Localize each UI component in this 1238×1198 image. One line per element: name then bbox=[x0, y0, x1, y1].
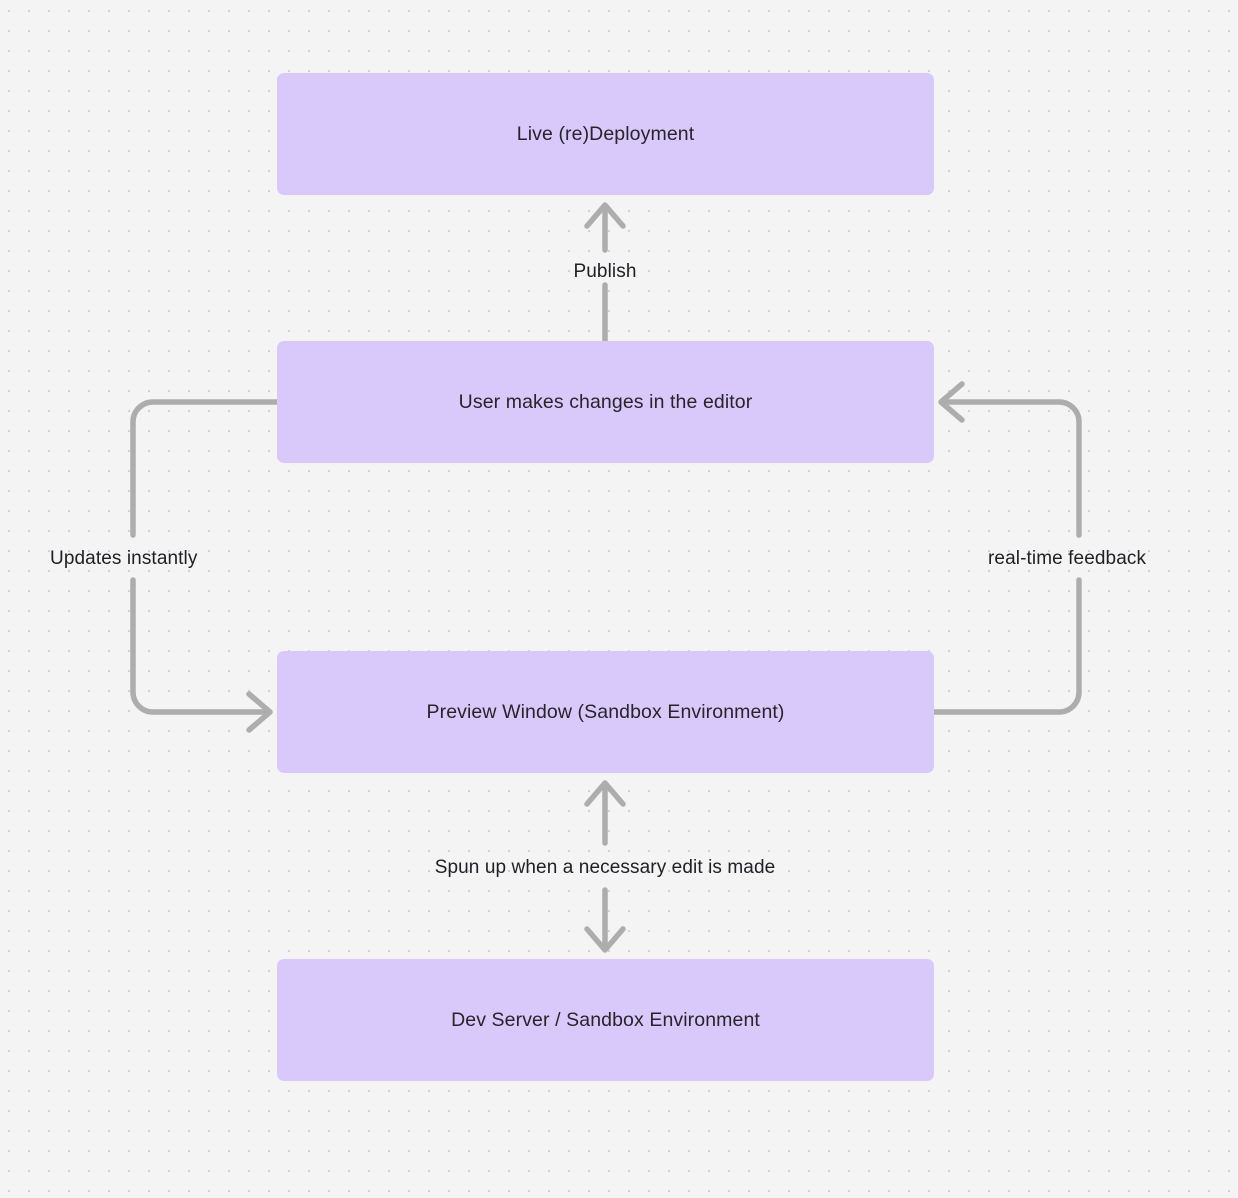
edge-label-updates-instantly: Updates instantly bbox=[50, 548, 198, 569]
node-dev-server[interactable]: Dev Server / Sandbox Environment bbox=[277, 959, 934, 1081]
node-label: User makes changes in the editor bbox=[458, 390, 753, 413]
node-label: Dev Server / Sandbox Environment bbox=[451, 1008, 760, 1031]
node-label: Preview Window (Sandbox Environment) bbox=[426, 700, 785, 723]
node-user-makes-changes[interactable]: User makes changes in the editor bbox=[277, 341, 934, 463]
node-preview-window[interactable]: Preview Window (Sandbox Environment) bbox=[277, 651, 934, 773]
edge-label-spun-up: Spun up when a necessary edit is made bbox=[434, 857, 776, 878]
node-label: Live (re)Deployment bbox=[516, 122, 695, 145]
node-live-redeployment[interactable]: Live (re)Deployment bbox=[277, 73, 934, 195]
edge-label-real-time-feedback: real-time feedback bbox=[988, 548, 1147, 569]
edge-label-publish: Publish bbox=[573, 261, 637, 282]
